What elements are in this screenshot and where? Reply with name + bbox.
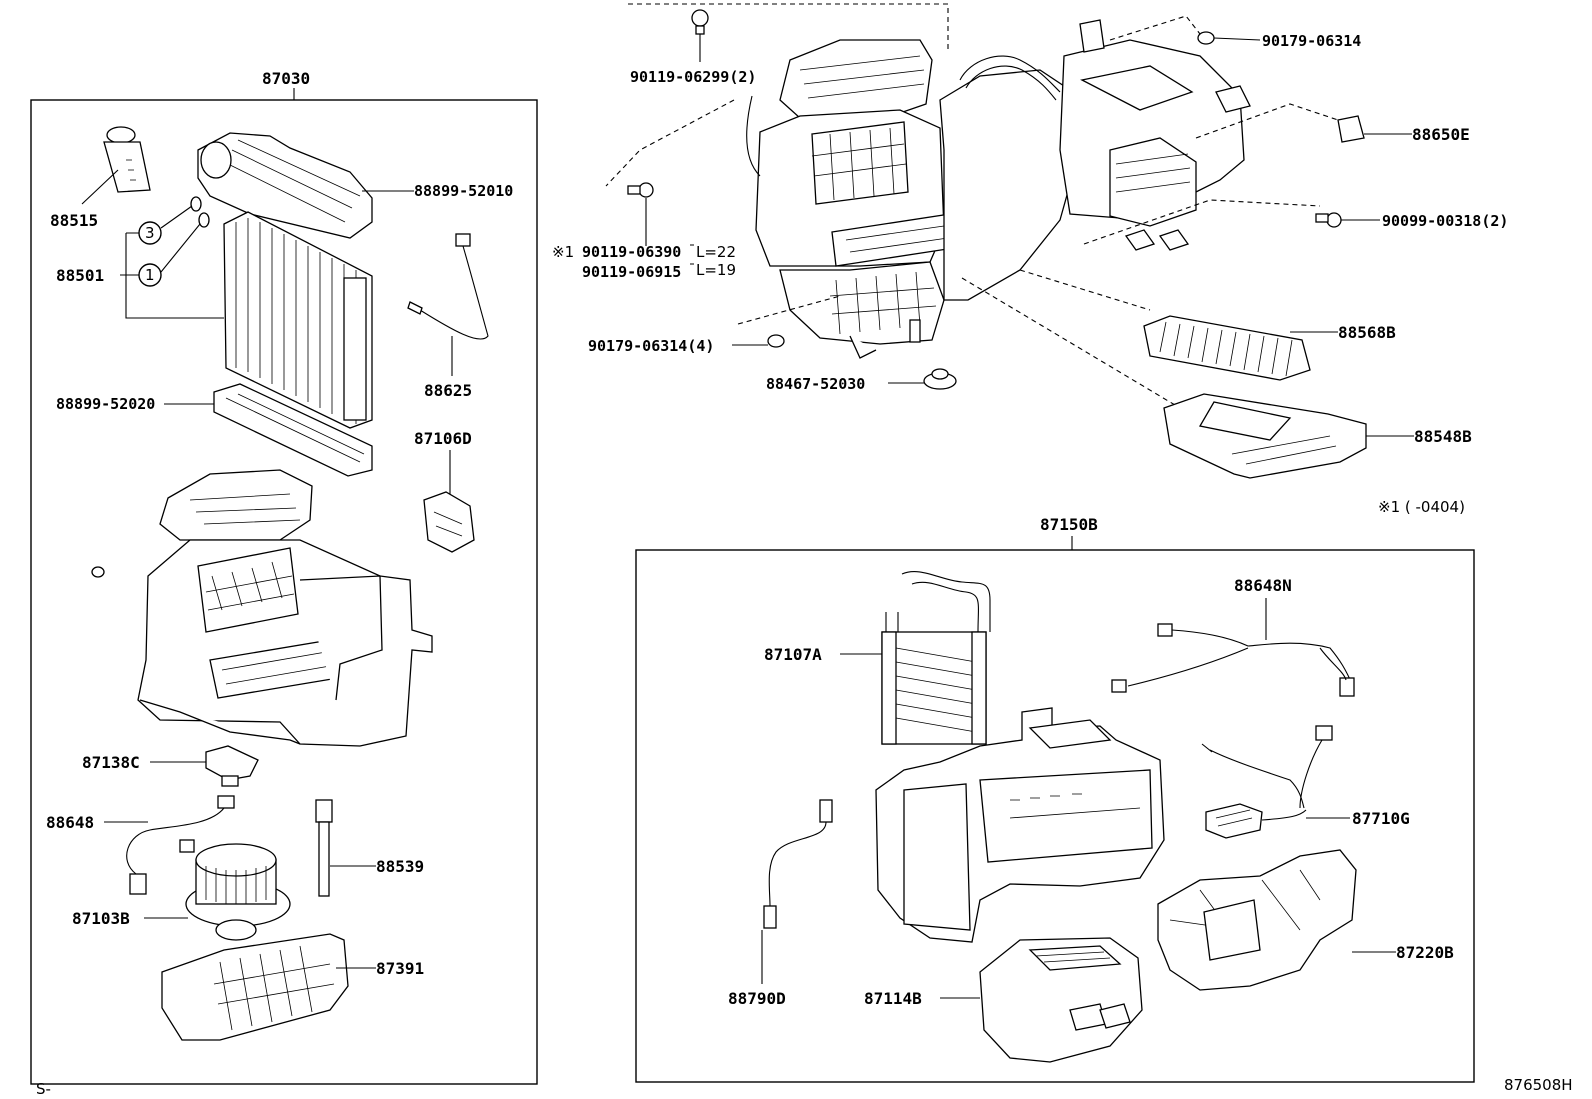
assembly-87030-label: 87030 [262,69,310,88]
part-90179-06314-4-drawing [767,334,785,348]
part-88650E-label: 88650E [1412,125,1470,144]
part-87391-label: 87391 [376,959,424,978]
part-88501-label: 88501 [56,266,104,285]
part-88515-label: 88515 [50,211,98,230]
part-90119-06299-label: 90119-06299(2) [630,68,756,86]
part-90119-06390-label: 90119-06390 [582,243,681,261]
corner-left-mark: S- [36,1080,51,1098]
assembly-87030-frame [30,99,538,1085]
part-87220B-label: 87220B [1396,943,1454,962]
part-87030-case-drawing [91,469,433,747]
assembly-87150B-label: 87150B [1040,515,1098,534]
part-87710G-drawing [1201,725,1333,839]
callout-circle-1-label: 1 [145,266,155,284]
part-87220B-drawing [1157,849,1357,991]
footnote-range: ※1 ( -0404) [1378,498,1465,516]
part-88899-52010-label: 88899-52010 [414,182,513,200]
part-90179-06314-4-label: 90179-06314(4) [588,337,714,355]
assembly-87030: 87030 88515 88899-52010 3 1 [30,69,538,1085]
part-88648N-label: 88648N [1234,576,1292,595]
part-88548B-label: 88548B [1414,427,1472,446]
part-87710G-label: 87710G [1352,809,1410,828]
part-88568B-label: 88568B [1338,323,1396,342]
assembly-87150B: 87150B 87107A 88648N [635,515,1475,1083]
part-87106D-label: 87106D [414,429,472,448]
part-88650E-drawing [1337,115,1365,143]
part-88568B-drawing [1143,315,1311,381]
part-88648-label: 88648 [46,813,94,832]
part-87107A-drawing [881,571,991,745]
part-90119-06299-drawing [691,9,709,35]
part-88467-52030-label: 88467-52030 [766,375,865,393]
star-mark-1: ※1 [552,243,574,261]
part-88899-52020-label: 88899-52020 [56,395,155,413]
part-88467-52030-drawing [923,368,957,390]
part-88625-label: 88625 [424,381,472,400]
part-90119-06915-length-note: L=19 [696,261,736,279]
part-87103B-drawing [185,843,291,941]
part-87138C-label: 87138C [82,753,140,772]
part-88899-52010-drawing [197,132,373,239]
part-90099-00318-label: 90099-00318(2) [1382,212,1508,230]
part-88648-drawing [126,795,235,895]
callout-circle-3-label: 3 [145,224,155,242]
part-88625-drawing [407,233,489,340]
part-87103B-label: 87103B [72,909,130,928]
part-87391-drawing [161,933,349,1041]
part-88648N-drawing [1111,623,1355,697]
part-88790D-label: 88790D [728,989,786,1008]
part-87107A-label: 87107A [764,645,822,664]
part-87150B-case-drawing [875,707,1165,943]
part-88790D-drawing [763,799,833,929]
part-90179-06314-top-drawing [1197,31,1215,45]
part-87106D-drawing [423,491,475,553]
part-87114B-label: 87114B [864,989,922,1008]
part-90119-06390-length-note: L=22 [696,243,736,261]
part-88548B-drawing [1163,393,1367,479]
part-88539-drawing [315,799,333,897]
part-88515-drawing [103,126,151,193]
part-90179-06314-top-label: 90179-06314 [1262,32,1361,50]
part-88501-drawing [223,211,373,429]
part-90099-00318-drawing [1315,212,1342,228]
part-88899-52020-drawing [213,383,373,477]
assembly-87150B-frame [635,549,1475,1083]
part-88539-label: 88539 [376,857,424,876]
diagram-id: 876508H [1504,1076,1573,1094]
upper-unit-assembly: 90119-06299(2) [552,3,1508,516]
part-87114B-drawing [979,937,1143,1063]
part-90119-06390-drawing [627,182,654,198]
upper-unit-drawing [746,19,1251,359]
part-90119-06915-label: 90119-06915 [582,263,681,281]
part-87138C-drawing [205,745,259,787]
